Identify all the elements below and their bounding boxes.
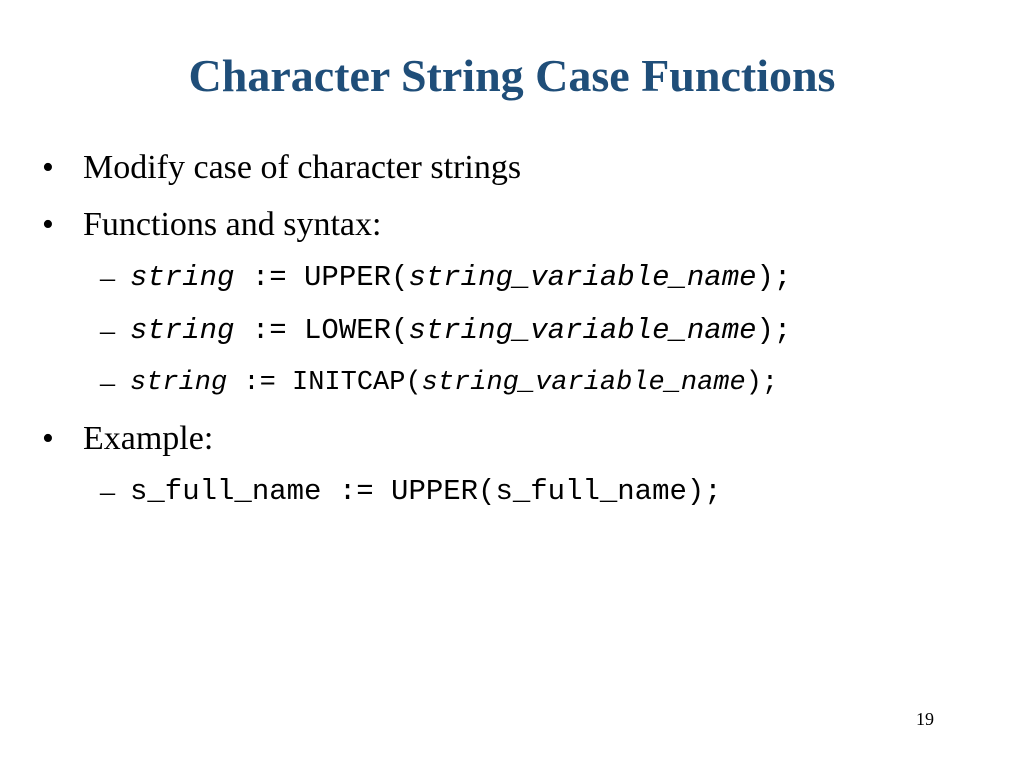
syntax-initcap-end: ); bbox=[745, 368, 779, 398]
syntax-lower-arg: string_variable_name bbox=[408, 314, 757, 347]
syntax-upper-end: ); bbox=[756, 261, 792, 294]
sub-bullet-marker: – bbox=[100, 475, 115, 508]
sub-bullet-marker: – bbox=[100, 366, 115, 399]
syntax-upper-var: string bbox=[130, 261, 235, 294]
sub-bullet-marker: – bbox=[100, 314, 115, 347]
syntax-initcap-arg: string_variable_name bbox=[421, 368, 746, 398]
syntax-lower-var: string bbox=[130, 314, 235, 347]
example-code: s_full_name := UPPER(s_full_name); bbox=[130, 475, 722, 508]
syntax-upper-arg: string_variable_name bbox=[408, 261, 757, 294]
syntax-upper: string := UPPER(string_variable_name); bbox=[130, 260, 791, 296]
syntax-upper-op: := UPPER( bbox=[234, 261, 409, 294]
page-number: 19 bbox=[916, 709, 934, 729]
slide-title: Character String Case Functions bbox=[188, 50, 836, 101]
bullet-modify-case: Modify case of character strings bbox=[83, 149, 522, 186]
syntax-initcap: string := INITCAP(string_variable_name); bbox=[130, 366, 778, 400]
sub-bullet-marker: – bbox=[100, 261, 115, 294]
syntax-lower: string := LOWER(string_variable_name); bbox=[130, 313, 791, 349]
bullet-marker: • bbox=[42, 206, 54, 243]
bullet-example: Example: bbox=[83, 420, 214, 457]
syntax-initcap-op: := INITCAP( bbox=[227, 368, 422, 398]
bullet-marker: • bbox=[42, 149, 54, 186]
bullet-functions-syntax: Functions and syntax: bbox=[83, 206, 382, 243]
syntax-lower-end: ); bbox=[756, 314, 792, 347]
syntax-lower-op: := LOWER( bbox=[234, 314, 409, 347]
syntax-initcap-var: string bbox=[130, 368, 228, 398]
bullet-marker: • bbox=[42, 420, 54, 457]
